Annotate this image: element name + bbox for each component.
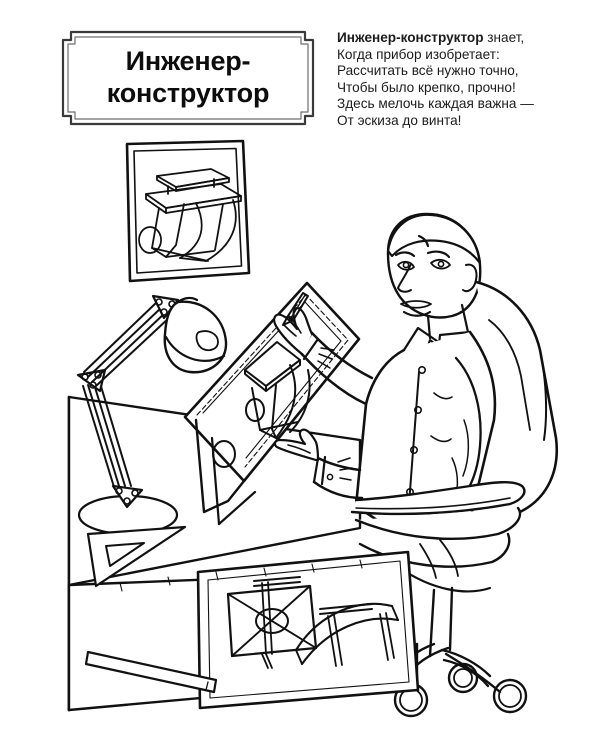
engineer-figure [273, 212, 497, 532]
lamp-upper-joint-bolt-a [155, 298, 163, 306]
engineer-shirt-placket [408, 371, 420, 505]
engineer-chin [402, 310, 432, 317]
chair-armrest-inner [355, 497, 511, 510]
drafting-board-inner-line-1 [196, 294, 349, 468]
illustration [0, 120, 600, 750]
engineer-drawing-arm-lower [310, 331, 374, 380]
engineer-eyebrow-right [426, 250, 451, 259]
lamp-lower-joint [111, 484, 144, 509]
chair-backrest-edge [539, 349, 548, 441]
wall-picture [125, 139, 251, 283]
poem-block: Инженер-конструктор знает, Когда прибор … [337, 30, 589, 130]
triangle-ruler-cutout [105, 542, 145, 567]
engineer-mouth [400, 300, 432, 309]
poem-line-2: Когда прибор изобретает: [337, 46, 500, 62]
chair-caster-right-outer [492, 678, 528, 714]
drafting-board [183, 281, 361, 526]
title-banner: Инженер- конструктор [61, 30, 315, 126]
lamp-lower-joint-bolt-c [123, 497, 131, 505]
pencil-tip [282, 315, 293, 326]
lamp-bulb [195, 330, 219, 352]
engineer-drawing-hand [273, 307, 314, 356]
poem-line-1: Инженер-конструктор знает, [337, 30, 589, 47]
engineer-neck [426, 303, 470, 340]
engineer-eyebrow-left [394, 251, 416, 258]
engineer-pupil-right [437, 260, 445, 268]
banner-inner-frame [67, 36, 309, 120]
engineer-ear [462, 263, 478, 293]
poem-line-5: Здесь мелочь каждая важна — [337, 96, 534, 112]
drafting-board-pivot-knob [212, 440, 236, 468]
banner-frame-svg [61, 30, 315, 126]
chair-seat-bottom [398, 566, 492, 593]
engineer-shirt-fold-b [430, 435, 452, 443]
engineer-shirt-button-2 [413, 405, 422, 414]
poem-line-3: Рассчитать всё нужно точно, [337, 63, 519, 79]
board-sketch-table [244, 341, 311, 439]
engineer-nose [397, 263, 412, 293]
lamp-upper-arm [83, 301, 171, 387]
wall-picture-inner-frame [133, 147, 243, 274]
lamp-shade-neck [176, 296, 199, 304]
engineer-finger-line-a [283, 324, 297, 337]
engineer-eye-left [397, 260, 415, 271]
engineer-cuff-fold-a [317, 347, 335, 369]
lamp-middle-joint-bolt-b [94, 371, 102, 379]
triangle-ruler [86, 525, 187, 588]
lamp-upper-joint-bolt-c [160, 308, 168, 316]
engineer-pupil-left [402, 261, 410, 269]
blueprint-drawing-right [294, 602, 400, 667]
page-title: Инженер- конструктор [106, 46, 270, 108]
chair-caster-right-inner [498, 684, 522, 708]
wall-picture-table-drawing [138, 168, 242, 262]
triangle-ruler-outline [86, 525, 187, 588]
chair-seat [354, 506, 522, 541]
engineer-cuff-button [326, 473, 334, 481]
straight-ruler-outline [84, 650, 218, 694]
poem-line-6: От эскиза до винта! [337, 112, 462, 128]
engineer-hair [386, 213, 482, 265]
lamp-lower-joint-bolt-a [115, 487, 123, 495]
engineer-shirt-fold-a [433, 392, 453, 400]
straight-ruler-end-mark [205, 681, 209, 691]
chair-armrest [350, 481, 526, 516]
chair-post-right [448, 586, 454, 652]
straight-ruler [84, 650, 218, 694]
lamp-shade [163, 300, 228, 374]
poem-line-1-bold: Инженер-конструктор [337, 30, 484, 45]
pencil-line [290, 294, 306, 319]
engineer-eye-right [430, 258, 451, 270]
chair-seat-crease-b [439, 539, 459, 577]
desk-edge-graduations [119, 559, 363, 592]
wall-picture-outer-frame [125, 139, 251, 283]
blueprint-sheet [196, 550, 420, 710]
engineer-shirt-button-3 [409, 445, 418, 454]
chair-backrest-inner [488, 319, 531, 431]
chair-caster-mid-inner [453, 668, 473, 688]
engineer-pointing-arm-lower [312, 480, 364, 500]
blueprint-sheet-inner [207, 560, 410, 699]
illustration-svg [67, 139, 559, 718]
engineer-sleeve-crease-a [462, 419, 470, 477]
chair-seat-crease-a [419, 543, 437, 579]
drafting-board-stand-strut [217, 490, 257, 526]
engineer-cuff-fold-c [337, 457, 353, 481]
engineer-shirt-button-1 [417, 366, 426, 375]
engineer-cuff-lower [312, 455, 327, 486]
office-chair [350, 280, 559, 718]
poem-line-4: Чтобы было крепко, прочно! [337, 79, 516, 95]
engineer-pointing-finger-line [287, 444, 311, 454]
pencil [287, 292, 309, 320]
lamp-lower-arm [82, 382, 132, 488]
engineer-pointing-arm [316, 456, 362, 472]
poem-line-1-rest: знает, [483, 30, 525, 45]
chair-caster-mid-outer [447, 662, 479, 694]
chair-base-arm-mid [440, 648, 492, 678]
drafting-board-support [194, 418, 246, 514]
lamp-shade-rim [164, 335, 226, 362]
engineer-hair-part [417, 234, 430, 248]
lamp-lower-joint-bolt-b [131, 489, 139, 497]
desk-lamp [76, 294, 228, 536]
